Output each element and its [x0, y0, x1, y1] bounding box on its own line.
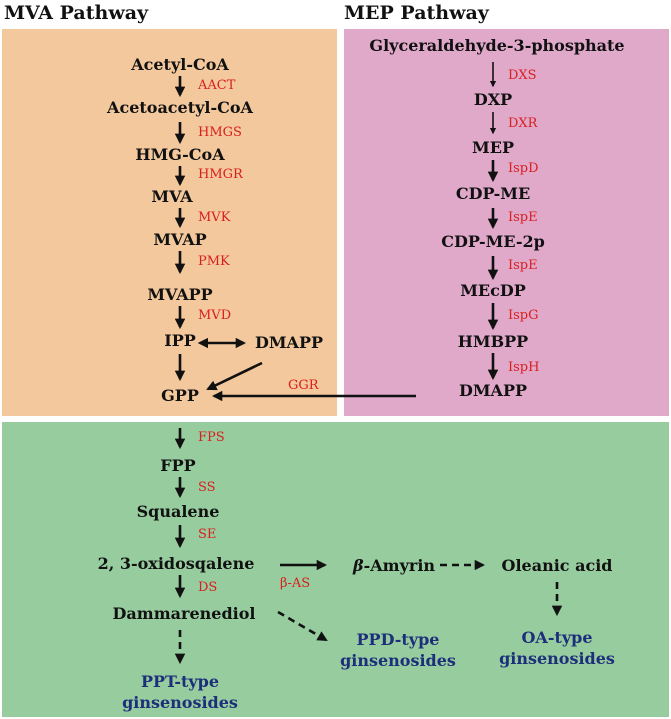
- enzyme-ispe-2: IspE: [508, 258, 538, 273]
- node-oleanic-acid: Oleanic acid: [501, 556, 613, 575]
- node-glyceraldehyde-3-phosphate: Glyceraldehyde-3-phosphate: [369, 36, 625, 55]
- ppt-line-2: ginsenosides: [122, 693, 238, 712]
- downstream-panel: [2, 422, 669, 717]
- product-ppt-type-ginsenosides: PPT-type ginsenosides: [122, 671, 238, 713]
- enzyme-ispg: IspG: [508, 308, 539, 323]
- enzyme-pmk: PMK: [198, 254, 230, 269]
- node-gpp: GPP: [161, 386, 199, 405]
- node-mep: MEP: [472, 138, 514, 157]
- product-ppd-type-ginsenosides: PPD-type ginsenosides: [340, 629, 456, 671]
- oa-line-2: ginsenosides: [499, 649, 615, 668]
- beta-amyrin-label: -Amyrin: [363, 556, 436, 575]
- node-mvapp: MVAPP: [147, 285, 213, 304]
- ppd-line-1: PPD-type: [356, 630, 440, 649]
- arrow-dmapp-gpp: [206, 361, 263, 391]
- enzyme-se: SE: [198, 527, 217, 542]
- enzyme-mvd: MVD: [198, 308, 232, 323]
- node-mecdp: MEcDP: [460, 281, 526, 300]
- node-dmapp-mep: DMAPP: [458, 381, 528, 400]
- enzyme-dxr: DXR: [508, 116, 538, 131]
- beta-symbol: β: [352, 556, 364, 575]
- ppt-line-1: PPT-type: [140, 672, 220, 691]
- node-squalene: Squalene: [136, 502, 220, 521]
- mep-panel: [344, 29, 669, 416]
- oa-line-1: OA-type: [521, 628, 593, 647]
- enzyme-hmgs: HMGS: [198, 125, 242, 140]
- enzyme-isph: IspH: [508, 360, 540, 375]
- node-oxidosqualene: 2, 3-oxidosqalene: [97, 554, 255, 573]
- node-hmbpp: HMBPP: [457, 332, 529, 351]
- ppd-line-2: ginsenosides: [340, 651, 456, 670]
- node-dmapp-mva: DMAPP: [254, 333, 324, 352]
- enzyme-dxs: DXS: [508, 68, 537, 83]
- node-hmg-coa: HMG-CoA: [135, 145, 225, 164]
- enzyme-ispd: IspD: [508, 161, 539, 176]
- node-dammarenediol: Dammarenediol: [112, 604, 256, 623]
- mva-pathway-title: MVA Pathway: [4, 2, 149, 24]
- node-mvap: MVAP: [153, 230, 207, 249]
- node-cdp-me: CDP-ME: [455, 184, 531, 203]
- enzyme-ds: DS: [198, 580, 218, 595]
- node-beta-amyrin: β-Amyrin: [353, 556, 435, 575]
- node-acetyl-coa: Acetyl-CoA: [131, 55, 229, 74]
- node-dxp: DXP: [473, 90, 513, 109]
- mva-panel: [2, 29, 337, 416]
- enzyme-ss: SS: [198, 480, 216, 495]
- enzyme-mvk: MVK: [198, 210, 231, 225]
- arrow-dammarenediol-ppd: [277, 610, 328, 642]
- mep-pathway-title: MEP Pathway: [344, 2, 489, 24]
- node-acetoacetyl-coa: Acetoacetyl-CoA: [107, 98, 253, 117]
- enzyme-fps: FPS: [198, 430, 225, 445]
- enzyme-aact: AACT: [198, 78, 236, 93]
- node-fpp: FPP: [160, 456, 196, 475]
- enzyme-ispe-1: IspE: [508, 210, 538, 225]
- enzyme-hmgr: HMGR: [198, 167, 243, 182]
- enzyme-ggr: GGR: [288, 378, 319, 393]
- enzyme-beta-as: β-AS: [280, 576, 311, 591]
- node-ipp: IPP: [164, 331, 196, 350]
- product-oa-type-ginsenosides: OA-type ginsenosides: [499, 627, 615, 669]
- node-mva: MVA: [151, 187, 193, 206]
- node-cdp-me-2p: CDP-ME-2p: [441, 232, 545, 251]
